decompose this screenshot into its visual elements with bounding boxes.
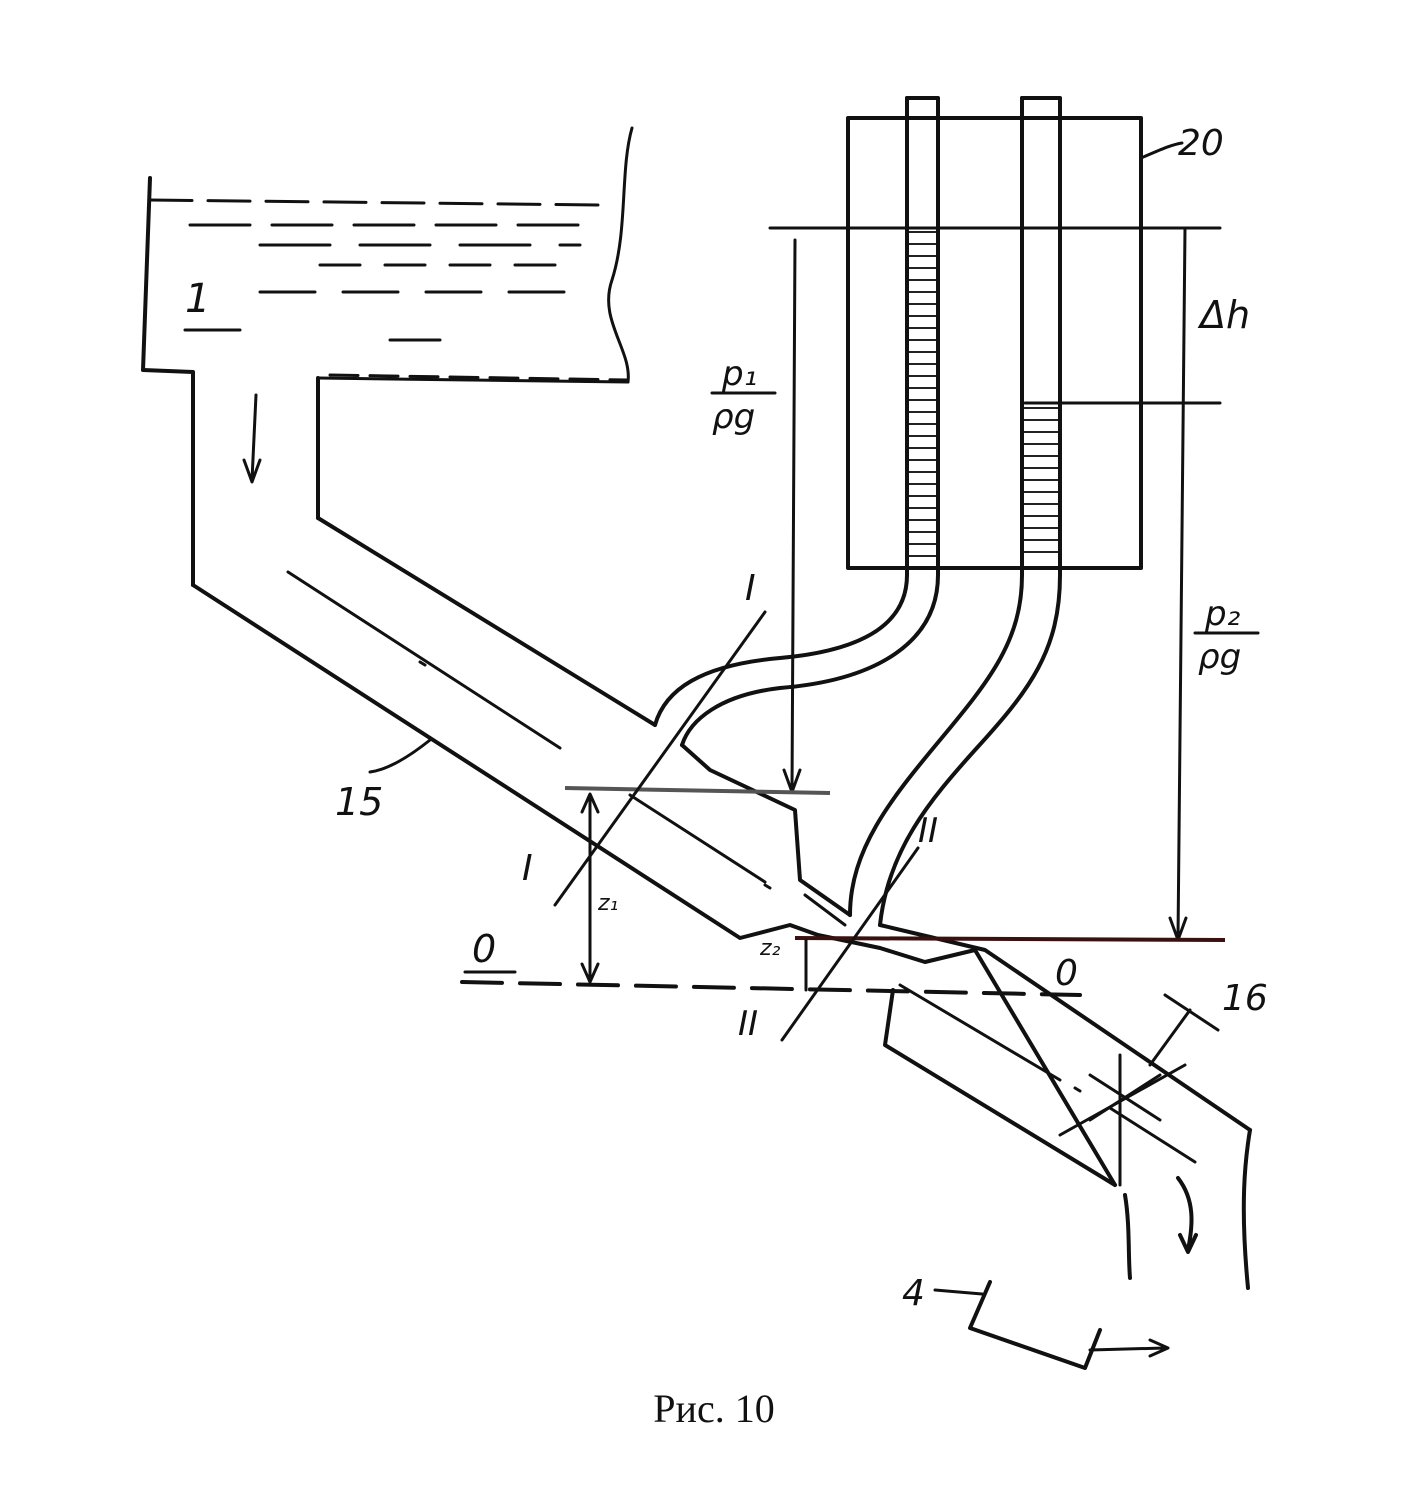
figure-caption: Рис. 10 (653, 1386, 774, 1431)
pipe-centerline (286, 570, 1197, 1164)
section-1-label-top: I (745, 568, 756, 609)
water-surface (148, 198, 630, 382)
p1-denominator: ρg (712, 397, 755, 437)
inclined-pipe: 15 (191, 516, 1252, 1187)
water-column-2 (1024, 407, 1058, 553)
section-2-marker: II II (738, 811, 938, 1044)
flow-arrow-down-icon (242, 393, 262, 484)
p1-numerator: p₁ (721, 354, 757, 394)
datum-line: 0 0 (460, 927, 1082, 997)
p2-denominator: ρg (1198, 637, 1241, 677)
section-1-label-bottom: I (522, 848, 533, 889)
outlet (1123, 1128, 1252, 1290)
p2-head-annotation: p₂ ρg (1193, 594, 1260, 677)
vessel-label: 4 (902, 1273, 925, 1314)
delta-h-label: Δh (1197, 293, 1250, 337)
delta-h-annotation: Δh (1197, 293, 1250, 337)
z1-label: z₁ (597, 891, 618, 916)
piezometer-tube-2 (848, 96, 1062, 927)
section-2-label-bottom: II (738, 1004, 758, 1044)
valve: 16 (1058, 978, 1268, 1187)
section-2-label-top: II (918, 811, 938, 851)
tank-label: 1 (185, 276, 210, 322)
datum-label-right: 0 (1055, 953, 1078, 994)
piezometer-tube-1 (653, 96, 940, 747)
p2-numerator: p₂ (1204, 594, 1241, 634)
board-label: 20 (1178, 123, 1224, 164)
datum-label-left: 0 (472, 927, 496, 971)
z1-dimension: z₁ (580, 792, 618, 984)
pipe-label: 15 (335, 780, 383, 824)
piezometer-board: 20 (846, 116, 1224, 570)
outlet-flow-arrow-icon (1176, 1176, 1198, 1254)
section-1-marker: I I (522, 568, 767, 907)
p1-head-annotation: p₁ ρg (710, 354, 777, 437)
z2-dimension: z₂ (759, 936, 808, 992)
water-column-1 (909, 231, 936, 557)
z2-label: z₂ (759, 936, 781, 961)
supply-tank: 1 (141, 126, 634, 587)
level-lines (564, 226, 1226, 942)
measuring-vessel: 4 (902, 1273, 1170, 1370)
section-2-level-line (794, 936, 1226, 942)
valve-label: 16 (1222, 978, 1268, 1019)
